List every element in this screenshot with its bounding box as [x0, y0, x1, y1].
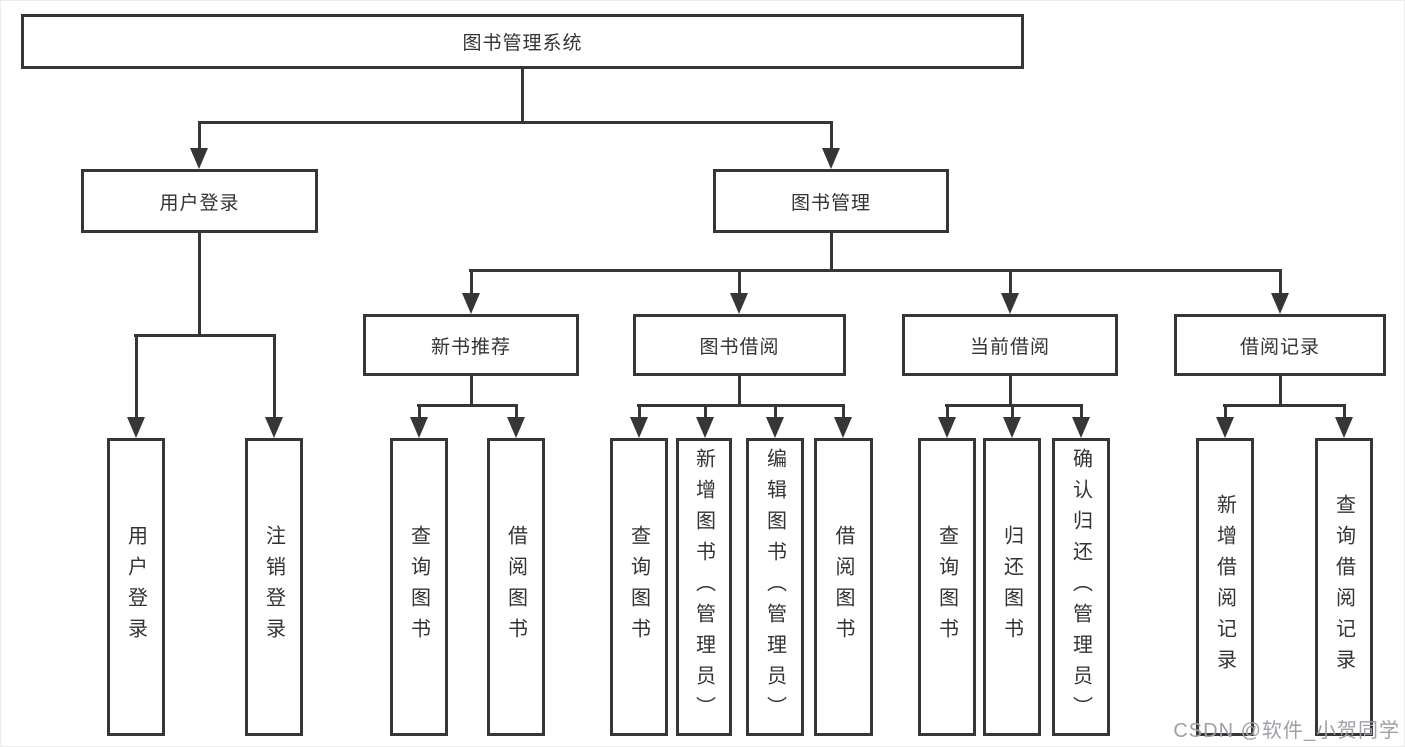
node-current-borrowing: 当前借阅 [902, 314, 1118, 376]
node-leaf-query-books-current-label: 查询图书 [935, 525, 958, 649]
node-leaf-borrow-books-recommend-label: 借阅图书 [504, 525, 527, 649]
node-leaf-return-books: 归还图书 [983, 438, 1041, 736]
connector-book-management-stem [830, 233, 833, 271]
arrow-down-icon [822, 148, 840, 169]
connector-drop-leaf [842, 404, 845, 419]
arrow-down-icon [462, 293, 480, 314]
connector-book-management-bus [469, 269, 1282, 272]
node-root: 图书管理系统 [21, 14, 1024, 69]
connector-root-bus [198, 121, 833, 124]
connector-drop-borrowing-records [1279, 269, 1282, 297]
connector-drop-leaf [638, 404, 641, 419]
connector-drop-leaf [774, 404, 777, 419]
node-leaf-query-borrow-record: 查询借阅记录 [1315, 438, 1373, 736]
watermark: CSDN @软件_小贺同学 [1173, 720, 1400, 742]
node-leaf-add-books-admin-label: 新增图书（管理员） [692, 447, 715, 727]
connector-user-login-stem [198, 233, 201, 336]
arrow-down-icon [730, 293, 748, 314]
node-leaf-add-books-admin: 新增图书（管理员） [676, 438, 732, 736]
node-leaf-query-books-current: 查询图书 [918, 438, 976, 736]
arrow-down-icon [1335, 417, 1353, 438]
node-leaf-user-login: 用户登录 [107, 438, 165, 736]
connector-drop-book-management [830, 121, 833, 151]
connector-borrowing-records-stem [1279, 376, 1282, 406]
node-leaf-confirm-return-admin-label: 确认归还（管理员） [1069, 447, 1092, 727]
arrow-down-icon [630, 417, 648, 438]
connector-drop-user-login [198, 121, 201, 151]
connector-drop-current-borrowing [1009, 269, 1012, 297]
node-leaf-query-books-recommend: 查询图书 [390, 438, 448, 736]
node-leaf-query-books-borrow-label: 查询图书 [627, 525, 650, 649]
arrow-down-icon [766, 417, 784, 438]
arrow-down-icon [1216, 417, 1234, 438]
node-leaf-borrow-books-recommend: 借阅图书 [487, 438, 545, 736]
connector-drop-leaf [1224, 404, 1227, 419]
arrow-down-icon [265, 417, 283, 438]
node-leaf-user-login-label: 用户登录 [124, 525, 147, 649]
arrow-down-icon [696, 417, 714, 438]
connector-new-book-recommend-bus [417, 404, 518, 407]
arrow-down-icon [1072, 417, 1090, 438]
connector-current-borrowing-bus [945, 404, 1083, 407]
connector-drop-leaf [946, 404, 949, 419]
node-leaf-add-borrow-record: 新增借阅记录 [1196, 438, 1254, 736]
node-leaf-borrow-books: 借阅图书 [814, 438, 873, 736]
connector-drop-leaf [1343, 404, 1346, 419]
node-book-borrowing: 图书借阅 [633, 314, 846, 376]
node-new-book-recommend: 新书推荐 [363, 314, 579, 376]
connector-drop-leaf [515, 404, 518, 419]
connector-drop-leaf [1080, 404, 1083, 419]
node-leaf-add-borrow-record-label: 新增借阅记录 [1213, 494, 1236, 680]
node-leaf-edit-books-admin: 编辑图书（管理员） [746, 438, 804, 736]
connector-book-borrowing-bus [637, 404, 845, 407]
connector-current-borrowing-stem [1009, 376, 1012, 406]
connector-root-stem [521, 69, 524, 123]
node-book-management: 图书管理 [713, 169, 949, 233]
node-user-login: 用户登录 [81, 169, 318, 233]
node-leaf-query-books-recommend-label: 查询图书 [407, 525, 430, 649]
connector-borrowing-records-bus [1223, 404, 1346, 407]
node-root-label: 图书管理系统 [462, 33, 583, 54]
arrow-down-icon [1271, 293, 1289, 314]
connector-drop-leaf [704, 404, 707, 419]
connector-new-book-recommend-stem [470, 376, 473, 406]
node-borrowing-records: 借阅记录 [1174, 314, 1386, 376]
connector-drop-leaf [418, 404, 421, 419]
arrow-down-icon [938, 417, 956, 438]
connector-drop-leaf [1011, 404, 1014, 419]
node-current-borrowing-label: 当前借阅 [969, 336, 1050, 358]
arrow-down-icon [507, 417, 525, 438]
connector-drop-leaf-logout [273, 334, 276, 419]
arrow-down-icon [410, 417, 428, 438]
node-new-book-recommend-label: 新书推荐 [430, 336, 511, 358]
node-book-management-label: 图书管理 [790, 192, 871, 214]
arrow-down-icon [1001, 293, 1019, 314]
node-leaf-logout: 注销登录 [245, 438, 303, 736]
connector-drop-new-book-recommend [470, 269, 473, 297]
connector-drop-leaf-user-login [135, 334, 138, 419]
node-borrowing-records-label: 借阅记录 [1239, 336, 1320, 358]
node-leaf-edit-books-admin-label: 编辑图书（管理员） [763, 447, 786, 727]
node-book-borrowing-label: 图书借阅 [699, 336, 780, 358]
arrow-down-icon [190, 148, 208, 169]
node-leaf-query-books-borrow: 查询图书 [610, 438, 668, 736]
connector-book-borrowing-stem [738, 376, 741, 406]
node-leaf-query-borrow-record-label: 查询借阅记录 [1332, 494, 1355, 680]
node-leaf-logout-label: 注销登录 [262, 525, 285, 649]
arrow-down-icon [127, 417, 145, 438]
arrow-down-icon [834, 417, 852, 438]
connector-user-login-bus [134, 334, 276, 337]
node-user-login-label: 用户登录 [159, 192, 240, 214]
node-leaf-return-books-label: 归还图书 [1000, 525, 1023, 649]
connector-drop-book-borrowing [738, 269, 741, 297]
arrow-down-icon [1003, 417, 1021, 438]
node-leaf-borrow-books-label: 借阅图书 [832, 525, 854, 649]
node-leaf-confirm-return-admin: 确认归还（管理员） [1052, 438, 1110, 736]
